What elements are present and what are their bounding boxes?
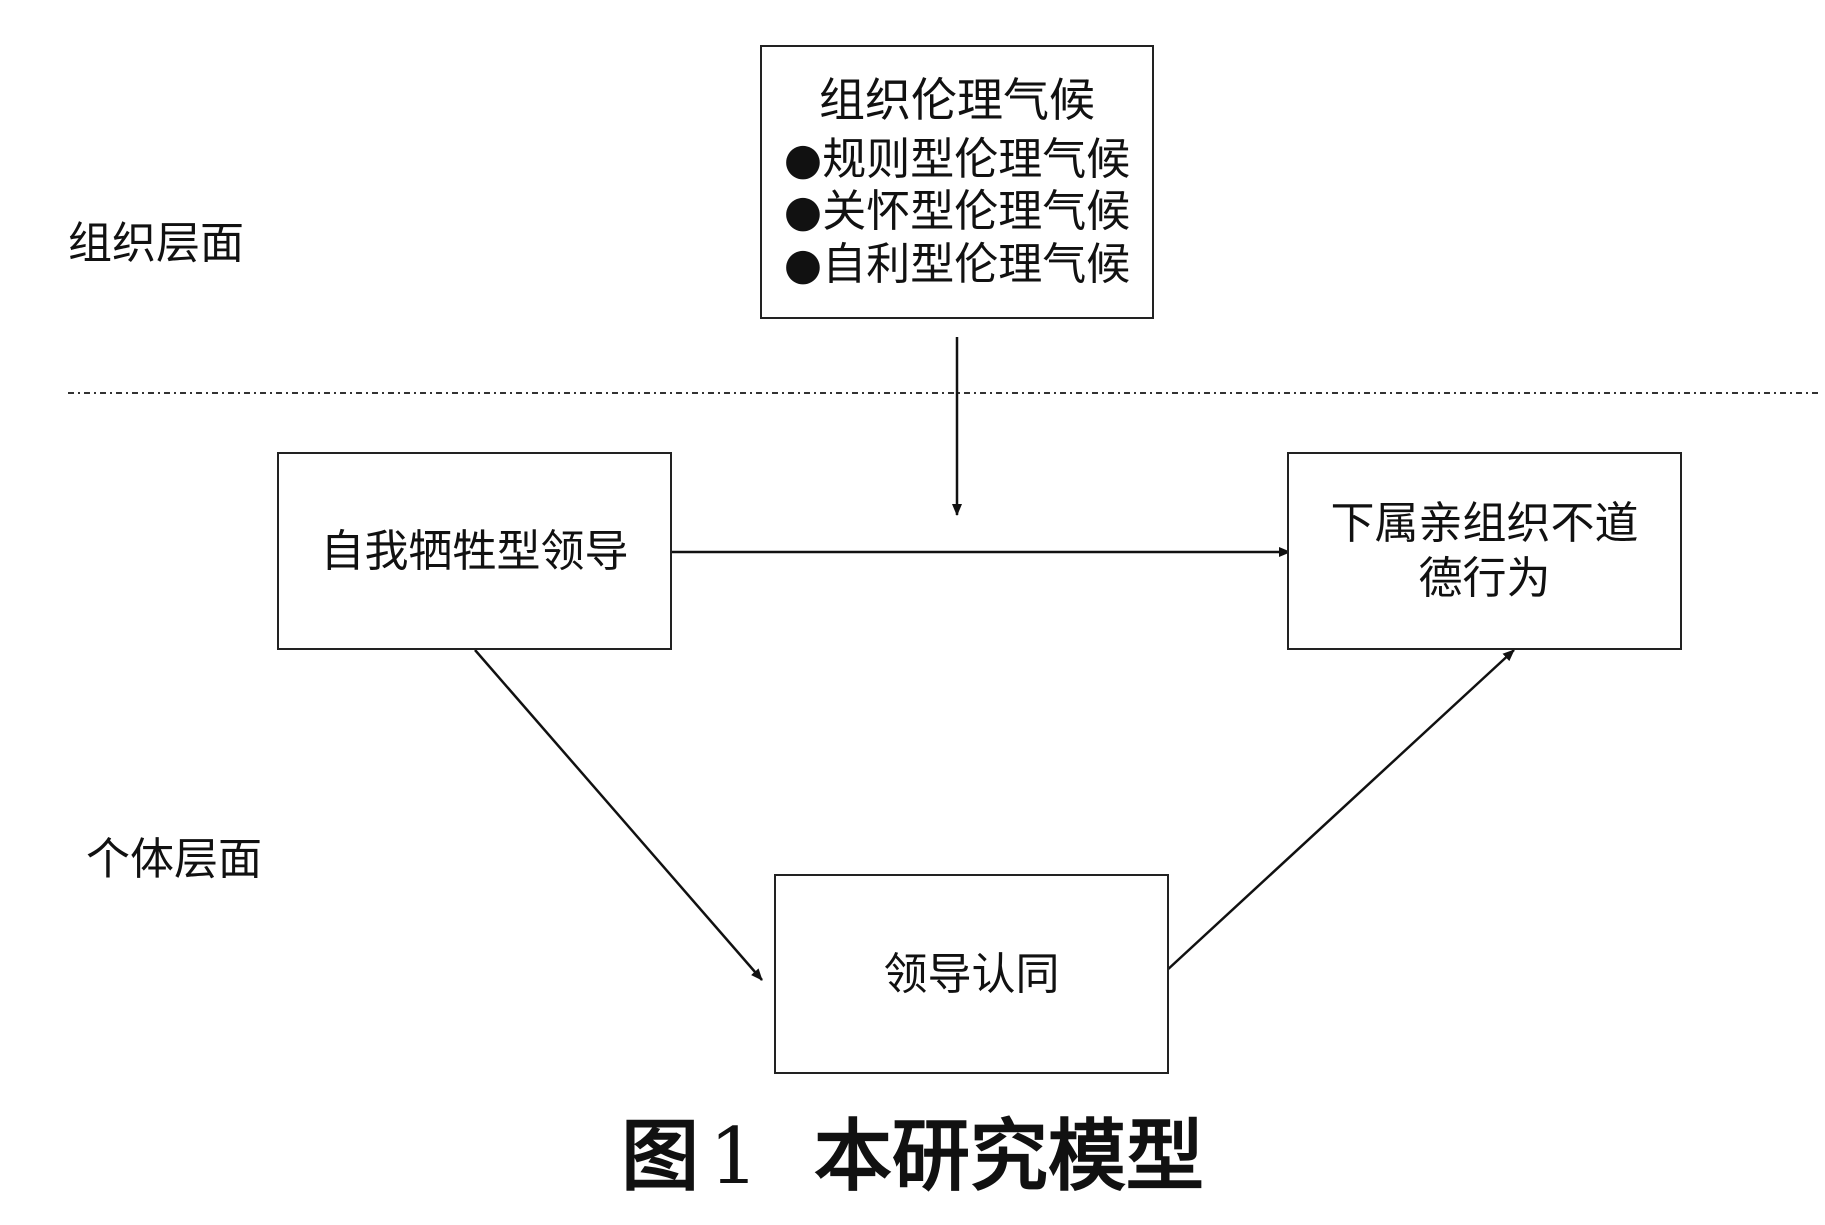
identification-label: 领导认同 [883,948,1060,1000]
node-leader-identification: 领导认同 [774,874,1169,1074]
arrow-identification-to-behavior [1164,649,1515,973]
leadership-label: 自我牺牲型领导 [320,525,629,577]
node-subordinate-unethical-pro-organizational-behavior: 下属亲组织不道 德行为 [1287,452,1682,650]
arrow-leadership-to-identification [474,649,763,981]
behavior-label-line-1: 下属亲组织不道 [1330,498,1639,549]
climate-item-rules: ●规则型伦理气候 [783,133,1131,185]
behavior-label-line-2: 德行为 [1418,553,1551,604]
caption-prefix: 图 [621,1111,700,1202]
caption-title: 本研究模型 [813,1111,1204,1202]
level-label-individual: 个体层面 [86,834,262,885]
climate-item-self-interest: ●自利型伦理气候 [783,239,1131,291]
caption-number: 1 [709,1112,759,1202]
node-self-sacrificial-leadership: 自我牺牲型领导 [277,452,672,650]
node-organizational-ethical-climate: 组织伦理气候 ●规则型伦理气候 ●关怀型伦理气候 ●自利型伦理气候 [760,45,1154,319]
climate-item-caring: ●关怀型伦理气候 [783,186,1131,238]
level-label-organizational: 组织层面 [68,218,244,269]
climate-title: 组织伦理气候 [819,73,1095,128]
